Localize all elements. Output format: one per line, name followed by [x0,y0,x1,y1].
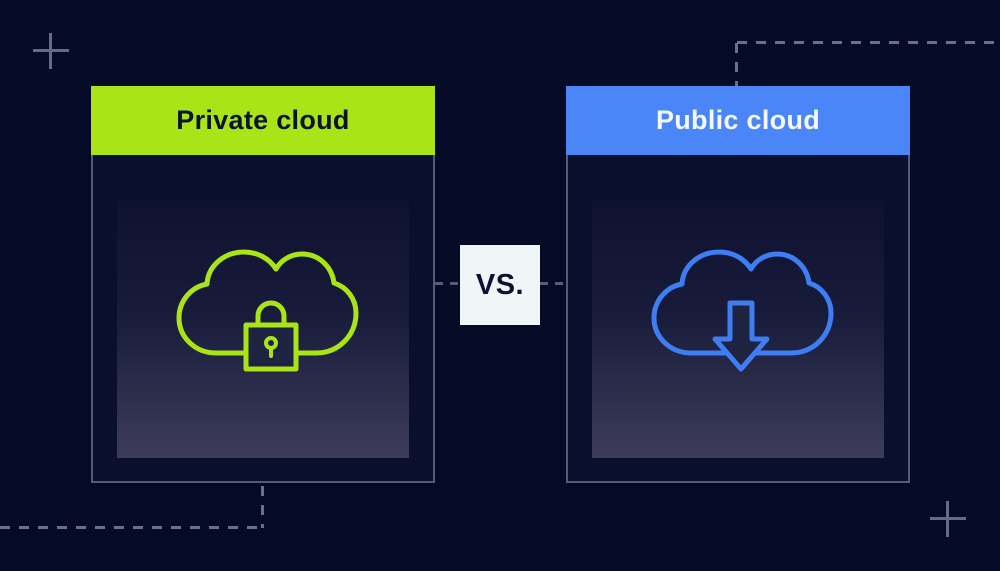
private-cloud-card: Private cloud [91,86,435,483]
cloud-download-icon [651,249,834,372]
plus-icon-top-left [33,33,69,69]
public-cloud-card: Public cloud [566,86,910,483]
plus-icon-bottom-right [930,501,966,537]
vs-label: VS. [475,268,525,301]
private-cloud-title: Private cloud [176,105,350,135]
public-cloud-title: Public cloud [655,105,821,135]
public-cloud-body [566,155,910,483]
vs-badge: VS. [460,245,540,325]
cloud-lock-icon [176,249,359,372]
vs-connector-dash-right [540,282,567,285]
public-cloud-header: Public cloud [566,86,910,155]
dashed-line-top-right-vertical [735,43,738,86]
vs-connector-dash-left [435,282,462,285]
public-cloud-panel [592,200,884,458]
private-cloud-header: Private cloud [91,86,435,155]
dashed-line-bottom-left-horizontal [0,526,265,529]
private-cloud-panel [117,200,409,458]
dashed-line-top-right-horizontal [737,41,1000,44]
private-cloud-body [91,155,435,483]
dashed-line-bottom-left-vertical [261,486,264,528]
